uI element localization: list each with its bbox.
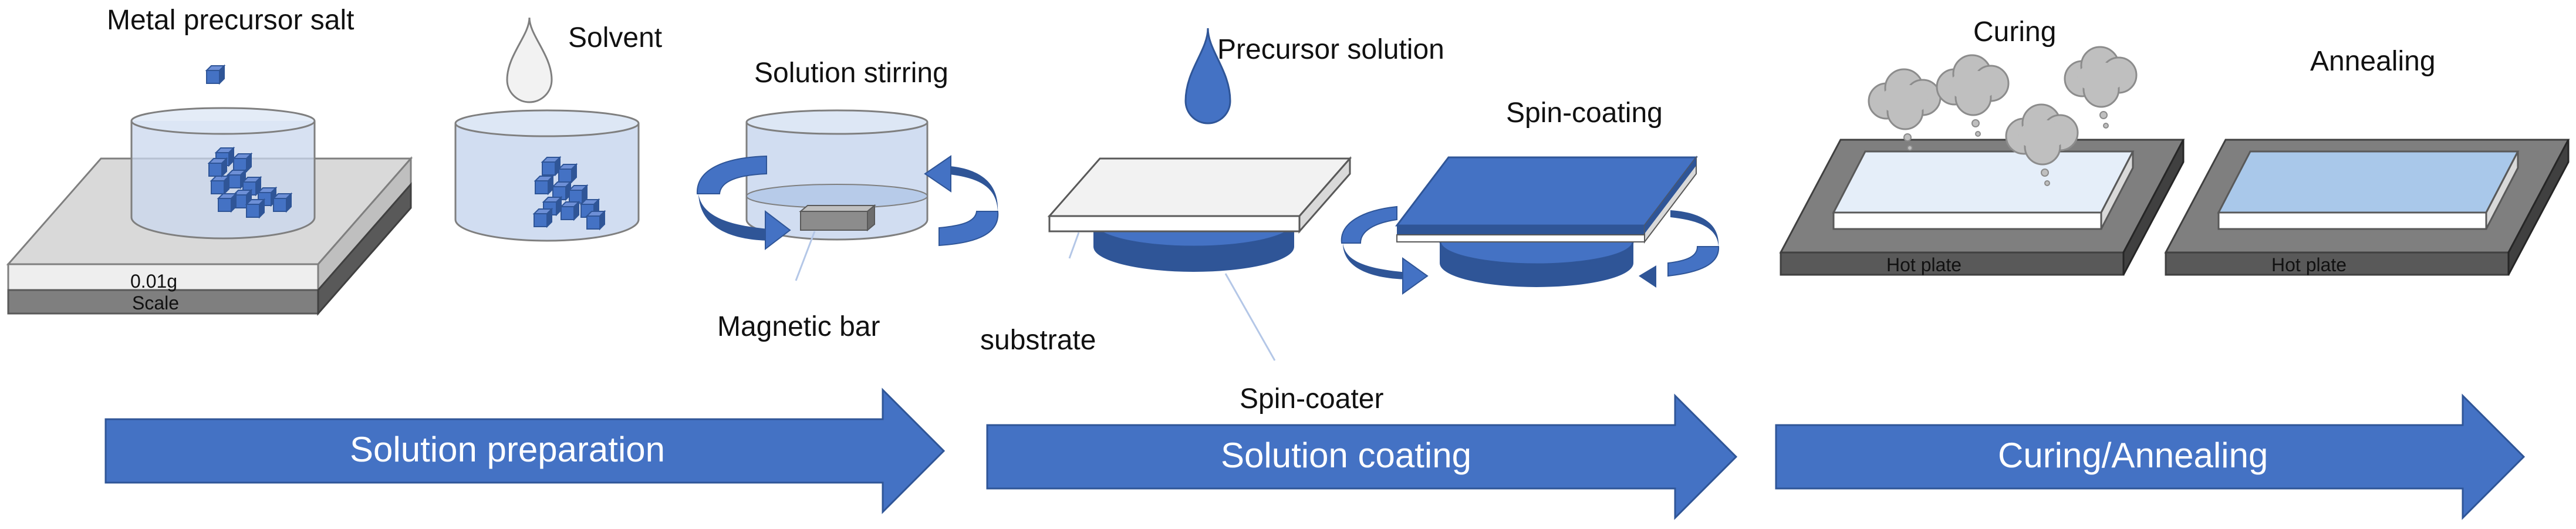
- hot-plate-label-1: Hot plate: [1886, 254, 1961, 275]
- label-solution-stirring: Solution stirring: [754, 58, 948, 89]
- spin-coating-stage-icon: [1395, 156, 1699, 287]
- spin-coater-pointer-line: [1224, 273, 1276, 361]
- solvent-drop-icon: [506, 17, 553, 103]
- label-solvent: Solvent: [568, 22, 662, 53]
- stage-arrow-solution-coating: [986, 393, 1738, 520]
- stage-curing-annealing: Curing/Annealing: [1998, 436, 2268, 475]
- curing-hot-plate-icon: [1779, 139, 2185, 276]
- label-curing: Curing: [1973, 16, 2056, 48]
- label-substrate: substrate: [980, 325, 1096, 356]
- scale-reading-text: 0.01g: [130, 271, 177, 292]
- salt-crystal-icon: [206, 65, 225, 84]
- vapor-cloud-icon: [1936, 54, 2010, 137]
- solvent-beaker-icon: [454, 109, 640, 242]
- vapor-cloud-icon: [1868, 68, 1942, 151]
- label-magnetic-bar: Magnetic bar: [717, 311, 880, 342]
- substrate-icon: [1047, 156, 1352, 234]
- substrate-pointer-line: [1068, 232, 1080, 259]
- stage-arrow-solution-preparation: [104, 388, 946, 514]
- label-annealing: Annealing: [2310, 46, 2436, 77]
- label-spin-coater: Spin-coater: [1240, 383, 1383, 415]
- label-metal-precursor-salt: Metal precursor salt: [107, 5, 354, 36]
- annealing-hot-plate-icon: [2164, 139, 2570, 276]
- magnetic-bar-pointer-line: [795, 231, 816, 281]
- stage-solution-coating: Solution coating: [1221, 436, 1471, 475]
- magnetic-bar-icon: [799, 204, 876, 232]
- stage-arrow-curing-annealing: [1775, 393, 2526, 520]
- scale-label: Scale: [132, 292, 179, 314]
- stage-solution-preparation: Solution preparation: [350, 430, 665, 469]
- beaker-on-scale-icon: [130, 107, 316, 240]
- stirring-rotation-arrow-icon: [696, 155, 999, 251]
- vapor-cloud-icon: [2064, 46, 2138, 129]
- precursor-drop-icon: [1184, 28, 1231, 124]
- label-precursor-solution: Precursor solution: [1217, 34, 1444, 65]
- label-spin-coating: Spin-coating: [1506, 97, 1663, 129]
- hot-plate-label-2: Hot plate: [2271, 254, 2347, 275]
- spin-rotation-arrow-icon: [1341, 205, 1720, 295]
